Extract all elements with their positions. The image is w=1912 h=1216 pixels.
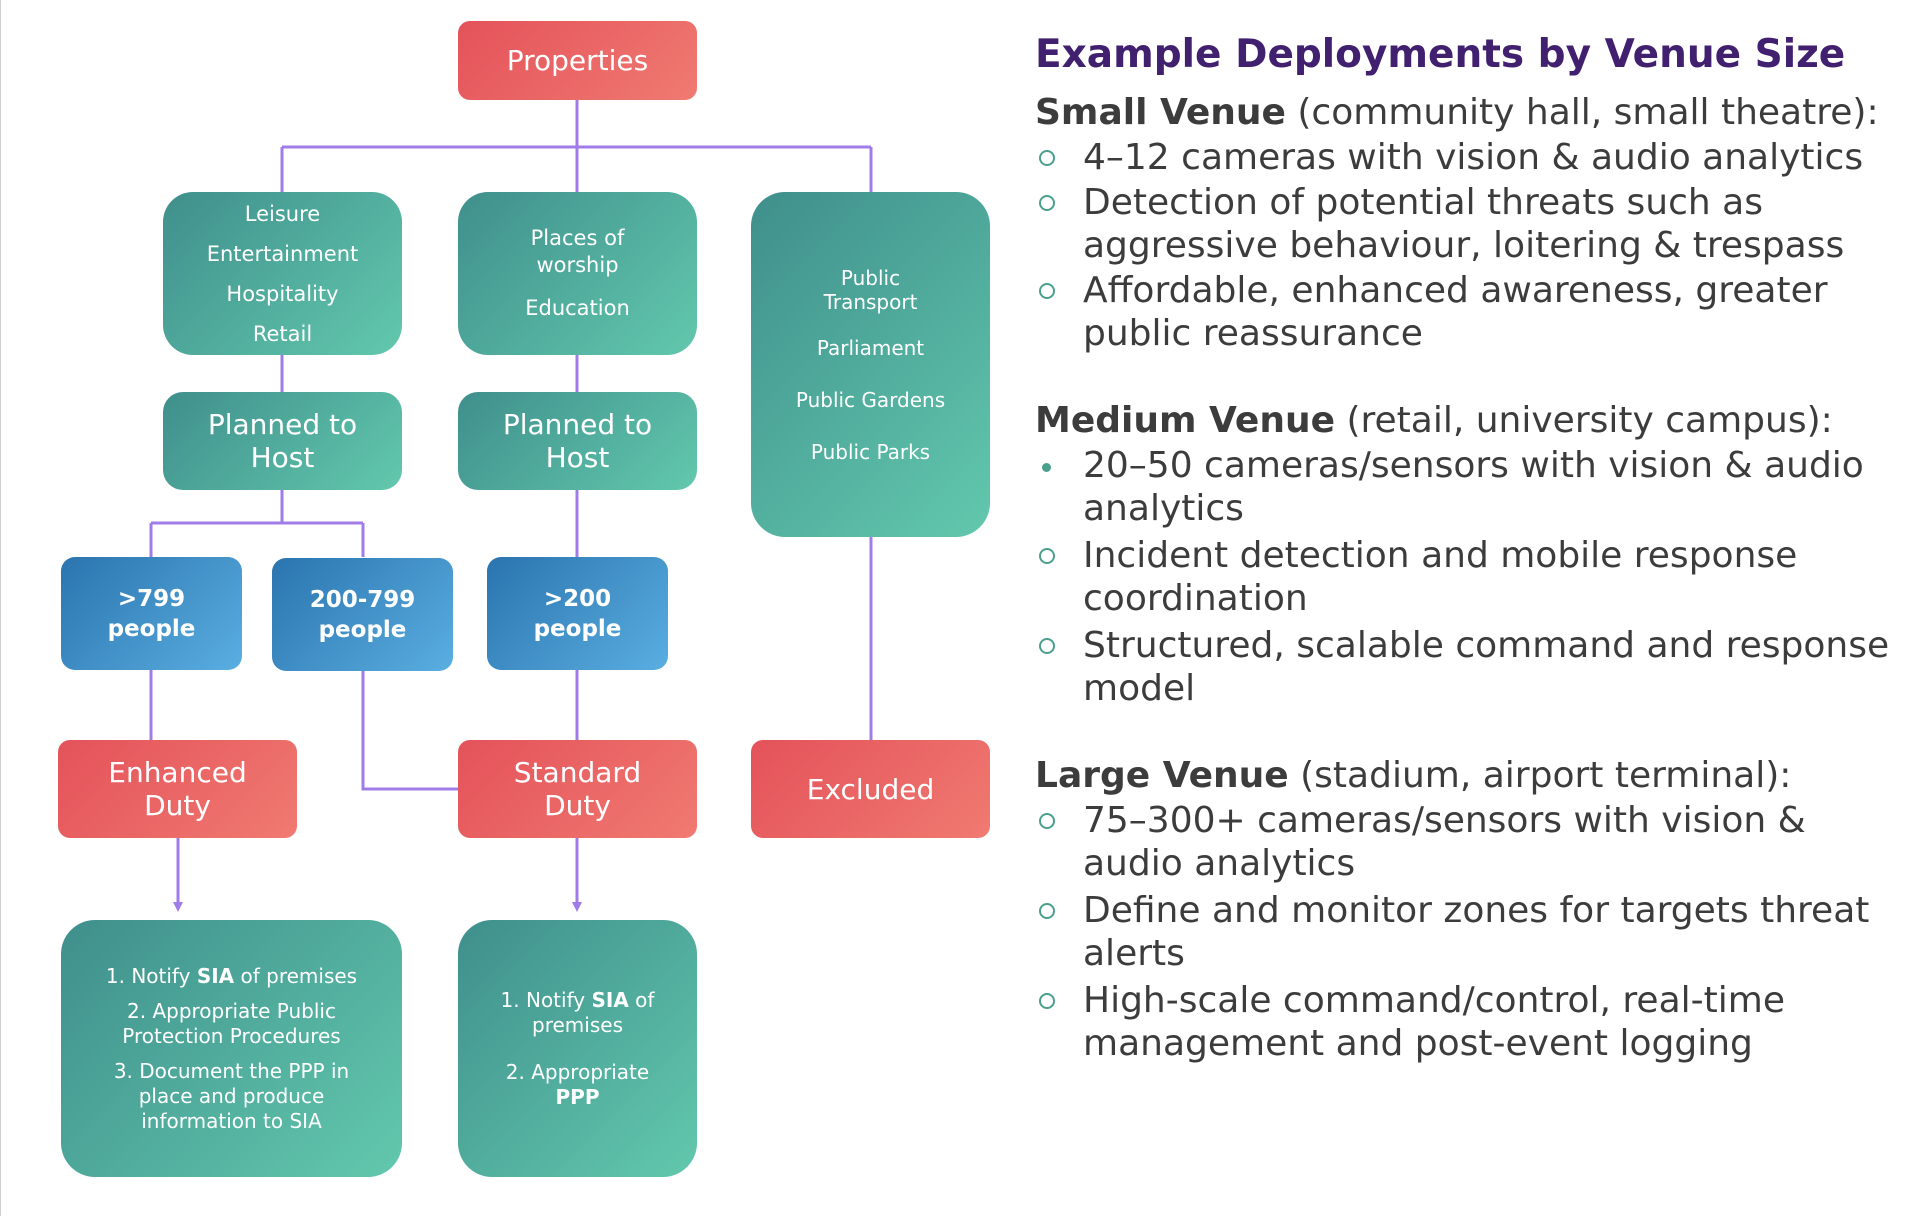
enhanced-duty-node: Enhanced Duty bbox=[58, 740, 297, 838]
standard-step: 1. Notify SIA of premises bbox=[500, 987, 655, 1037]
category-education-item: Education bbox=[525, 295, 630, 320]
capacity-range-label: 200-799 people bbox=[309, 586, 416, 643]
category-leisure-node: Leisure Entertainment Hospitality Retail bbox=[163, 192, 402, 355]
bullet-item: High-scale command/control, real-time ma… bbox=[1035, 979, 1905, 1065]
bullet-item: Define and monitor zones for targets thr… bbox=[1035, 889, 1905, 975]
panel-heading: Example Deployments by Venue Size bbox=[1035, 32, 1846, 77]
bullet-item: Structured, scalable command and respons… bbox=[1035, 624, 1905, 710]
large-venue-title: Large Venue (stadium, airport terminal): bbox=[1035, 755, 1792, 796]
enhanced-step: 1. Notify SIA of premises bbox=[105, 963, 358, 988]
bullet-item: 20–50 cameras/sensors with vision & audi… bbox=[1035, 444, 1905, 530]
category-retail-item: Retail bbox=[252, 321, 313, 346]
category-worship-node: Places of worship Education bbox=[458, 192, 697, 355]
category-public-node: Public Transport Parliament Public Garde… bbox=[751, 192, 990, 537]
planned-to-host-left-label: Planned to Host bbox=[207, 408, 358, 474]
planned-to-host-middle-node: Planned to Host bbox=[458, 392, 697, 490]
category-public-gardens-item: Public Gardens bbox=[795, 387, 946, 412]
enhanced-step: 3. Document the PPP in place and produce… bbox=[113, 1058, 350, 1133]
connector-range-standard bbox=[361, 671, 458, 791]
page-left-edge bbox=[0, 0, 1, 1216]
category-worship-item: Places of worship bbox=[530, 225, 625, 277]
bullet-item: 75–300+ cameras/sensors with vision & au… bbox=[1035, 799, 1905, 885]
capacity-range-node: 200-799 people bbox=[272, 558, 453, 671]
category-parliament-item: Parliament bbox=[816, 335, 925, 360]
circle-bullet-icon bbox=[1039, 195, 1055, 211]
medium-venue-title: Medium Venue (retail, university campus)… bbox=[1035, 400, 1833, 441]
venue-deployments-panel: Example Deployments by Venue Size Small … bbox=[1035, 28, 1905, 1065]
standard-requirements-node: 1. Notify SIA of premises 2. Appropriate… bbox=[458, 920, 697, 1177]
category-public-parks-item: Public Parks bbox=[810, 439, 931, 464]
circle-bullet-icon bbox=[1039, 150, 1055, 166]
large-venue-bullets: 75–300+ cameras/sensors with vision & au… bbox=[1035, 799, 1905, 1065]
bullet-item: 4–12 cameras with vision & audio analyti… bbox=[1035, 136, 1905, 179]
capacity-over799-node: >799 people bbox=[61, 557, 242, 670]
medium-venue-bullets: 20–50 cameras/sensors with vision & audi… bbox=[1035, 444, 1905, 710]
dot-bullet-icon bbox=[1042, 463, 1051, 472]
category-public-transport-item: Public Transport bbox=[823, 265, 918, 314]
circle-bullet-icon bbox=[1039, 813, 1055, 829]
standard-duty-label: Standard Duty bbox=[513, 756, 642, 822]
root-properties-label: Properties bbox=[506, 44, 649, 77]
enhanced-step: 2. Appropriate Public Protection Procedu… bbox=[122, 998, 341, 1048]
bullet-item: Incident detection and mobile response c… bbox=[1035, 534, 1905, 620]
circle-bullet-icon bbox=[1039, 548, 1055, 564]
capacity-over799-label: >799 people bbox=[107, 585, 196, 642]
standard-step: 2. Appropriate PPP bbox=[505, 1059, 650, 1109]
small-venue-section: Small Venue (community hall, small theat… bbox=[1035, 90, 1905, 355]
category-leisure-item: Leisure bbox=[244, 201, 321, 226]
large-venue-section: Large Venue (stadium, airport terminal):… bbox=[1035, 753, 1905, 1065]
circle-bullet-icon bbox=[1039, 283, 1055, 299]
excluded-node: Excluded bbox=[751, 740, 990, 838]
capacity-over200-node: >200 people bbox=[487, 557, 668, 670]
bullet-item: Detection of potential threats such as a… bbox=[1035, 181, 1905, 267]
category-hospitality-item: Hospitality bbox=[226, 281, 339, 306]
circle-bullet-icon bbox=[1039, 993, 1055, 1009]
capacity-over200-label: >200 people bbox=[533, 585, 622, 642]
category-entertainment-item: Entertainment bbox=[206, 241, 359, 266]
standard-duty-node: Standard Duty bbox=[458, 740, 697, 838]
circle-bullet-icon bbox=[1039, 903, 1055, 919]
root-properties-node: Properties bbox=[458, 21, 697, 100]
excluded-label: Excluded bbox=[806, 772, 935, 806]
bullet-item: Affordable, enhanced awareness, greater … bbox=[1035, 269, 1905, 355]
small-venue-bullets: 4–12 cameras with vision & audio analyti… bbox=[1035, 136, 1905, 355]
planned-to-host-left-node: Planned to Host bbox=[163, 392, 402, 490]
small-venue-title: Small Venue (community hall, small theat… bbox=[1035, 92, 1879, 133]
enhanced-requirements-node: 1. Notify SIA of premises 2. Appropriate… bbox=[61, 920, 402, 1177]
medium-venue-section: Medium Venue (retail, university campus)… bbox=[1035, 398, 1905, 710]
circle-bullet-icon bbox=[1039, 638, 1055, 654]
planned-to-host-middle-label: Planned to Host bbox=[502, 408, 653, 474]
enhanced-duty-label: Enhanced Duty bbox=[108, 756, 247, 822]
